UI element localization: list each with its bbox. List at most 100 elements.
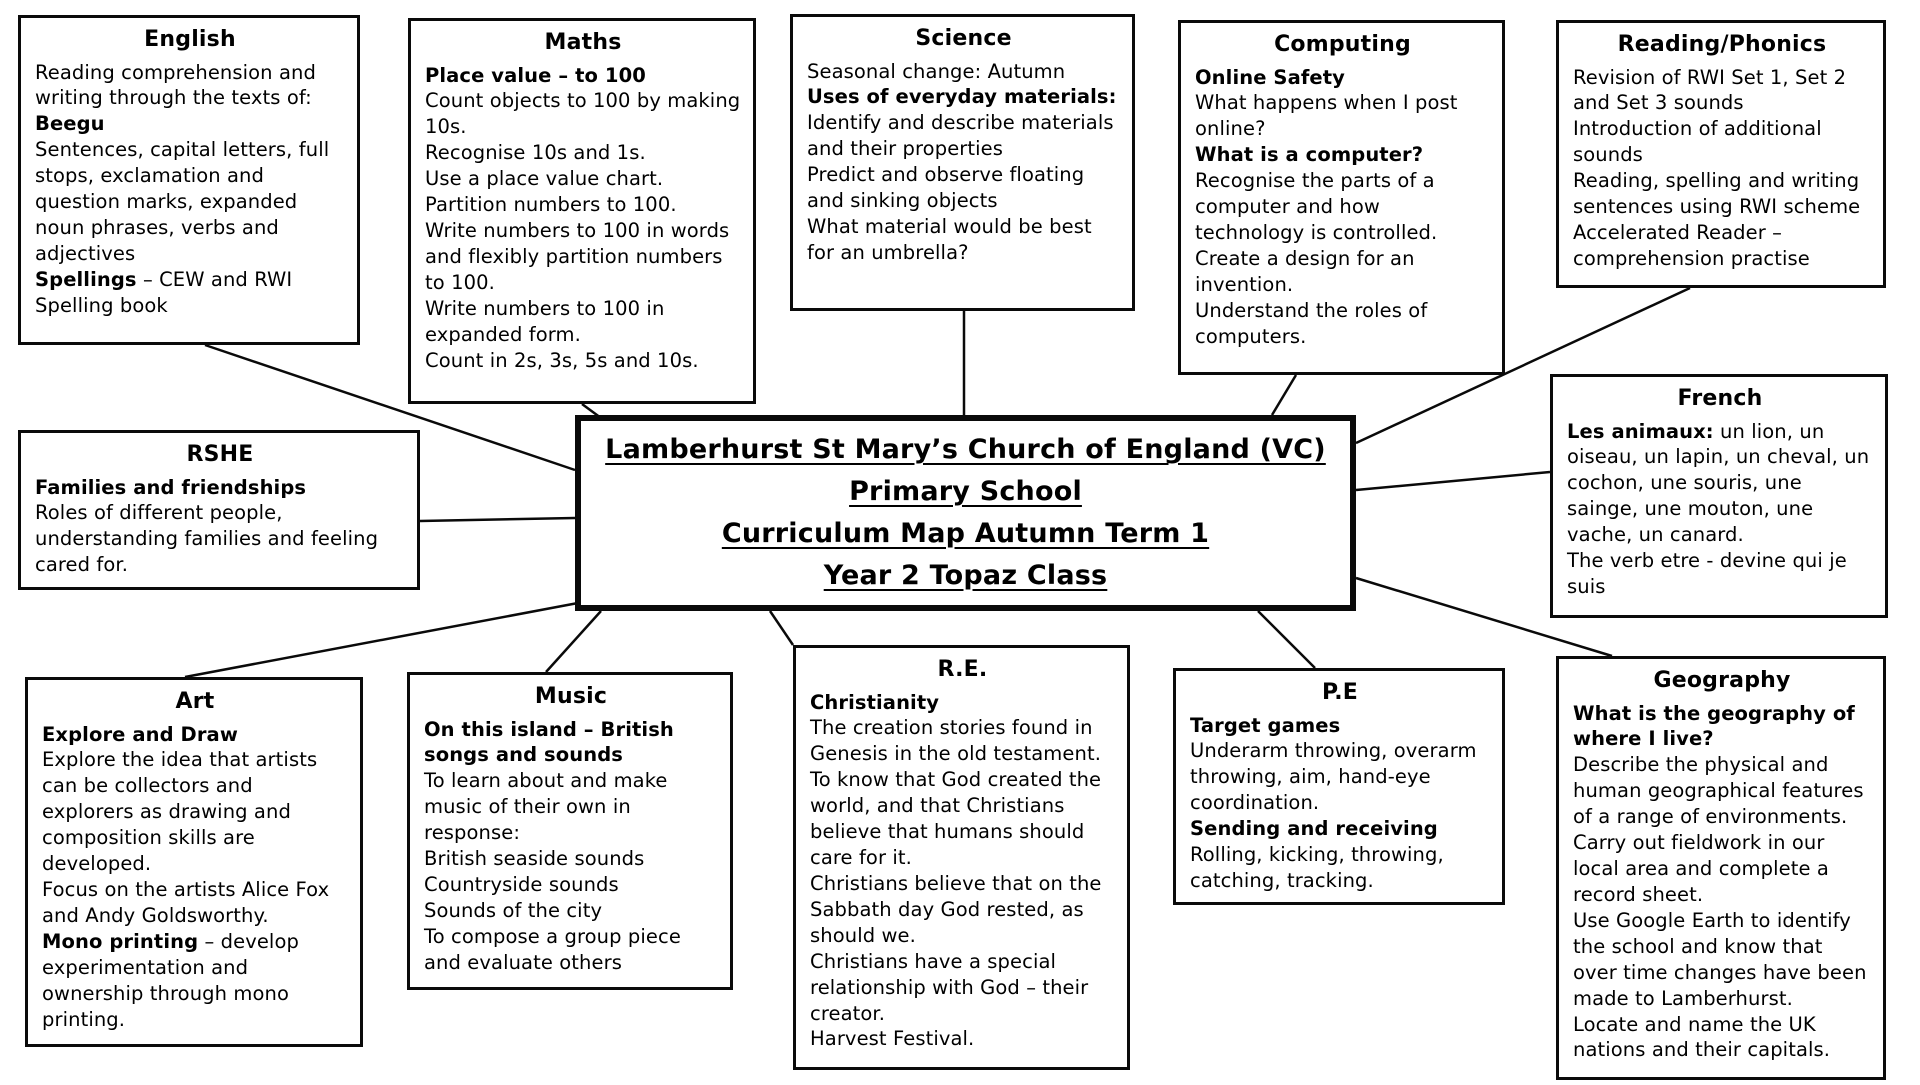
connector-computing	[1270, 374, 1298, 416]
subject-text-line: Uses of everyday materials:	[807, 85, 1117, 109]
subject-text-line: Sending and receiving	[1190, 817, 1438, 841]
school-name-line-2: Primary School	[849, 476, 1082, 508]
subject-text-line: What is a computer?	[1195, 143, 1424, 167]
subject-body-reading-phonics: Revision of RWI Set 1, Set 2 and Set 3 s…	[1573, 65, 1871, 272]
subject-box-geography: Geography What is the geography of where…	[1556, 656, 1886, 1080]
subject-text-line: Use a place value chart.	[425, 167, 664, 191]
subject-body-french: Les animaux: un lion, un oiseau, un lapi…	[1567, 419, 1873, 600]
subject-body-geography: What is the geography of where I live?De…	[1573, 701, 1871, 1064]
subject-text-line: Count objects to 100 by making 10s.	[425, 89, 741, 139]
subject-text-line: The verb etre - devine qui je suis	[1567, 549, 1847, 599]
subject-text-line: Les animaux: un lion, un oiseau, un lapi…	[1567, 419, 1870, 547]
subject-box-music: Music On this island – British songs and…	[407, 672, 733, 990]
subject-text-line: To compose a group piece and evaluate ot…	[424, 924, 681, 974]
connector-music	[545, 610, 602, 673]
subject-text-line: Understand the roles of computers.	[1195, 298, 1428, 348]
subject-title-french: French	[1677, 386, 1763, 411]
subject-text-line: Countryside sounds	[424, 873, 619, 897]
subject-text-line: Online Safety	[1195, 65, 1345, 89]
subject-text-line: Harvest Festival.	[810, 1027, 975, 1051]
subject-text-line: Reading comprehension and writing throug…	[35, 60, 316, 110]
connector-re	[768, 610, 795, 646]
subject-text-line: Write numbers to 100 in words and flexib…	[425, 219, 730, 294]
subject-text-line: What material would be best for an umbre…	[807, 215, 1092, 264]
subject-text-line: Seasonal change: Autumn	[807, 59, 1066, 83]
subject-text-line: Christians have a special relationship w…	[810, 949, 1089, 1025]
connector-art	[184, 601, 579, 679]
subject-text-line: Place value – to 100	[425, 63, 646, 87]
subject-text-line: On this island – British songs and sound…	[424, 717, 674, 767]
subject-title-art: Art	[175, 689, 215, 714]
subject-text-line: Create a design for an invention.	[1195, 246, 1415, 296]
subject-text-line: Use Google Earth to identify the school …	[1573, 908, 1867, 1010]
connector-geography	[1355, 576, 1613, 658]
subject-box-french: French Les animaux: un lion, un oiseau, …	[1550, 374, 1888, 618]
subject-body-english: Reading comprehension and writing throug…	[35, 60, 345, 319]
subject-text-line: Count in 2s, 3s, 5s and 10s.	[425, 348, 699, 372]
subject-text-line: Focus on the artists Alice Fox and Andy …	[42, 878, 330, 927]
subject-text-line: Predict and observe floating and sinking…	[807, 163, 1085, 213]
subject-text-line: Target games	[1190, 713, 1341, 737]
subject-text-line: Beegu	[35, 112, 105, 136]
subject-body-music: On this island – British songs and sound…	[424, 717, 718, 976]
subject-text-line: Rolling, kicking, throwing, catching, tr…	[1190, 843, 1444, 893]
subject-text-line: Sounds of the city	[424, 898, 603, 922]
connector-reading	[1355, 286, 1691, 445]
subject-title-music: Music	[534, 684, 608, 709]
subject-text-line: Spellings – CEW and RWI Spelling book	[35, 267, 293, 317]
subject-text-line: Partition numbers to 100.	[425, 193, 677, 217]
connector-rshe	[419, 516, 576, 523]
subject-text-line: Write numbers to 100 in expanded form.	[425, 296, 665, 346]
subject-title-maths: Maths	[544, 30, 622, 55]
connector-english	[204, 343, 576, 472]
subject-title-english: English	[144, 27, 236, 52]
subject-title-rshe: RSHE	[186, 442, 254, 467]
subject-text-line: Explore the idea that artists can be col…	[42, 748, 318, 876]
subject-text-line: What happens when I post online?	[1195, 91, 1458, 141]
subject-text-line: Recognise the parts of a computer and ho…	[1195, 169, 1438, 245]
subject-title-geography: Geography	[1653, 668, 1791, 693]
subject-text-line: Reading, spelling and writing sentences …	[1573, 169, 1861, 219]
subject-text-line: Christianity	[810, 690, 940, 714]
subject-box-english: English Reading comprehension and writin…	[18, 15, 360, 345]
curriculum-map-term-line: Curriculum Map Autumn Term 1	[721, 518, 1210, 549]
subject-box-reading-phonics: Reading/Phonics Revision of RWI Set 1, S…	[1556, 20, 1886, 288]
subject-text-line: Accelerated Reader – comprehension pract…	[1573, 221, 1810, 270]
subject-text-line: Describe the physical and human geograph…	[1573, 753, 1864, 829]
subject-text-line: Sentences, capital letters, full stops, …	[35, 138, 330, 265]
subject-title-science: Science	[915, 26, 1012, 51]
subject-text-line: What is the geography of where I live?	[1573, 701, 1855, 751]
subject-text-line: Roles of different people, understanding…	[35, 501, 379, 577]
subject-text-line: Identify and describe materials and thei…	[807, 111, 1114, 161]
subject-text-line: British seaside sounds	[424, 847, 645, 871]
subject-text-line: Recognise 10s and 1s.	[425, 141, 646, 165]
subject-title-pe: P.E	[1321, 680, 1359, 705]
subject-text-line: Carry out fieldwork in our local area an…	[1573, 831, 1829, 906]
subject-text-line: To know that God created the world, and …	[810, 768, 1102, 870]
subject-text-line: Explore and Draw	[42, 722, 238, 746]
school-name-line-1: Lamberhurst St Mary’s Church of England …	[605, 434, 1326, 466]
subject-title-re: R.E.	[937, 657, 988, 682]
class-name-line: Year 2 Topaz Class	[823, 559, 1108, 591]
subject-text-line: Introduction of additional sounds	[1573, 117, 1822, 167]
connector-pe	[1257, 610, 1316, 669]
subject-title-computing: Computing	[1274, 32, 1411, 57]
subject-text-line: Families and friendships	[35, 475, 307, 499]
center-title-box: Lamberhurst St Mary’s Church of England …	[575, 415, 1356, 611]
subject-text-line: Revision of RWI Set 1, Set 2 and Set 3 s…	[1573, 65, 1847, 115]
subject-text-line: The creation stories found in Genesis in…	[810, 716, 1101, 766]
connector-french	[1355, 470, 1551, 492]
subject-text-line: Mono printing – develop experimentation …	[42, 929, 299, 1031]
